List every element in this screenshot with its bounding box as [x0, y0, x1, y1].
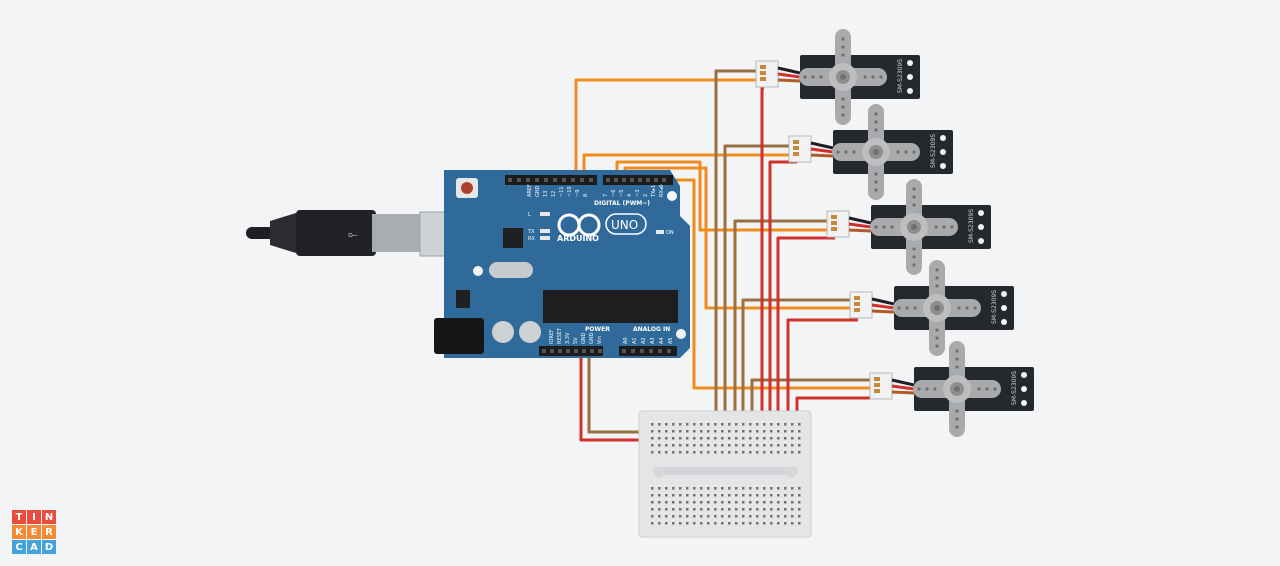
usb-chip	[503, 228, 523, 248]
power-wire-3	[776, 236, 835, 440]
servo-label: SM-S2309S	[991, 290, 998, 324]
logo-letter: D	[42, 540, 56, 554]
ground-wire-5	[750, 378, 878, 425]
power-wire-2	[768, 160, 797, 440]
logo-letter: T	[12, 510, 26, 524]
pin-label: A0	[623, 337, 629, 344]
pin-label: RX◂0	[659, 184, 665, 197]
pin-label: ~10	[567, 186, 573, 197]
power-jack	[434, 318, 484, 354]
servo-label: SM-S2309S	[897, 59, 904, 93]
wires	[574, 69, 878, 442]
logo-letter: E	[27, 525, 41, 539]
capacitor-2	[519, 321, 541, 343]
pin-label: A2	[641, 337, 647, 344]
pin-label: A4	[659, 337, 665, 344]
analog-header-label: ANALOG IN	[633, 326, 670, 333]
pin-label: GND	[581, 332, 587, 344]
atmega-chip	[543, 290, 678, 323]
servo-motor[interactable]: SM-S2309S	[849, 260, 1014, 356]
pin-label: 4	[627, 194, 633, 197]
on-label: ON	[666, 230, 674, 236]
pin-label: 7	[603, 194, 609, 197]
servo-motor[interactable]: SM-S2309S	[788, 104, 953, 200]
breadboard[interactable]	[638, 410, 812, 538]
pin-label: GND	[535, 185, 541, 197]
ground-wire-3	[733, 219, 835, 425]
pin-label: IOREF	[549, 329, 555, 344]
pin-label: A5	[668, 337, 674, 344]
usb-icon: ⟜	[348, 227, 358, 241]
header-power	[539, 346, 603, 356]
crystal	[489, 262, 533, 278]
servo-motor[interactable]: SM-S2309S	[755, 29, 920, 125]
infinity-logo-right	[577, 213, 601, 237]
servos: SM-S2309S SM-S2309S SM-S2309S SM-S2309S SM-S…	[755, 29, 1034, 437]
led-label: TX	[527, 229, 535, 235]
led-rx	[540, 236, 550, 240]
logo-letter: A	[27, 540, 41, 554]
logo-letter: I	[27, 510, 41, 524]
logo-letter: N	[42, 510, 56, 524]
pin-label: RESET	[557, 327, 563, 344]
signal-wire-3	[615, 160, 835, 232]
led-l	[540, 212, 550, 216]
arduino-board[interactable]: ARDUINO UNO DIGITAL (PWM~) POWER ANALOG …	[434, 170, 690, 358]
ground-wire-2	[723, 144, 797, 425]
board-model: UNO	[611, 218, 638, 232]
pin-label: GND	[589, 332, 595, 344]
pin-label: ~5	[619, 190, 625, 197]
breadboard-holes	[651, 423, 801, 525]
pin-label: 12	[551, 191, 557, 197]
pin-label: 3.3V	[565, 332, 571, 344]
led-label: RX	[528, 236, 535, 242]
led-label: L	[528, 212, 531, 218]
power-header-label: POWER	[585, 326, 610, 333]
led-tx	[540, 229, 550, 233]
ground-wire-1	[714, 69, 764, 425]
pin-label: ~6	[611, 190, 617, 197]
pin-label: 2	[643, 194, 649, 197]
regulator	[456, 290, 470, 308]
servo-motor[interactable]: SM-S2309S	[869, 341, 1034, 437]
power-wire-4	[786, 318, 858, 440]
header-digital-left	[505, 175, 597, 185]
pin-label: TX▸1	[651, 185, 657, 198]
header-analog	[619, 346, 677, 356]
pin-label: 13	[543, 191, 549, 197]
servo-label: SM-S2309S	[968, 209, 975, 243]
pin-label: Vin	[597, 336, 603, 344]
power-wire-1	[760, 86, 764, 440]
board-brand: ARDUINO	[557, 234, 599, 243]
logo-letter: R	[42, 525, 56, 539]
logo-letter: C	[12, 540, 26, 554]
digital-header-label: DIGITAL (PWM~)	[594, 200, 650, 207]
pin-label: AREF	[527, 184, 533, 197]
servo-label: SM-S2309S	[1011, 371, 1018, 405]
led-on	[656, 230, 664, 234]
pin-label: ~9	[575, 190, 581, 197]
ground-wire-4	[741, 298, 858, 425]
logo-letter: K	[12, 525, 26, 539]
pin-label: A3	[650, 337, 656, 344]
servo-label: SM-S2309S	[930, 134, 937, 168]
capacitor-1	[492, 321, 514, 343]
signal-wire-1	[574, 78, 764, 180]
pin-label: 8	[583, 194, 589, 197]
pin-label: 5V	[573, 337, 579, 344]
pin-label: ~11	[559, 186, 565, 197]
pin-label: ~3	[635, 190, 641, 197]
pin-label: A1	[632, 337, 638, 344]
servo-motor[interactable]: SM-S2309S	[826, 179, 991, 275]
